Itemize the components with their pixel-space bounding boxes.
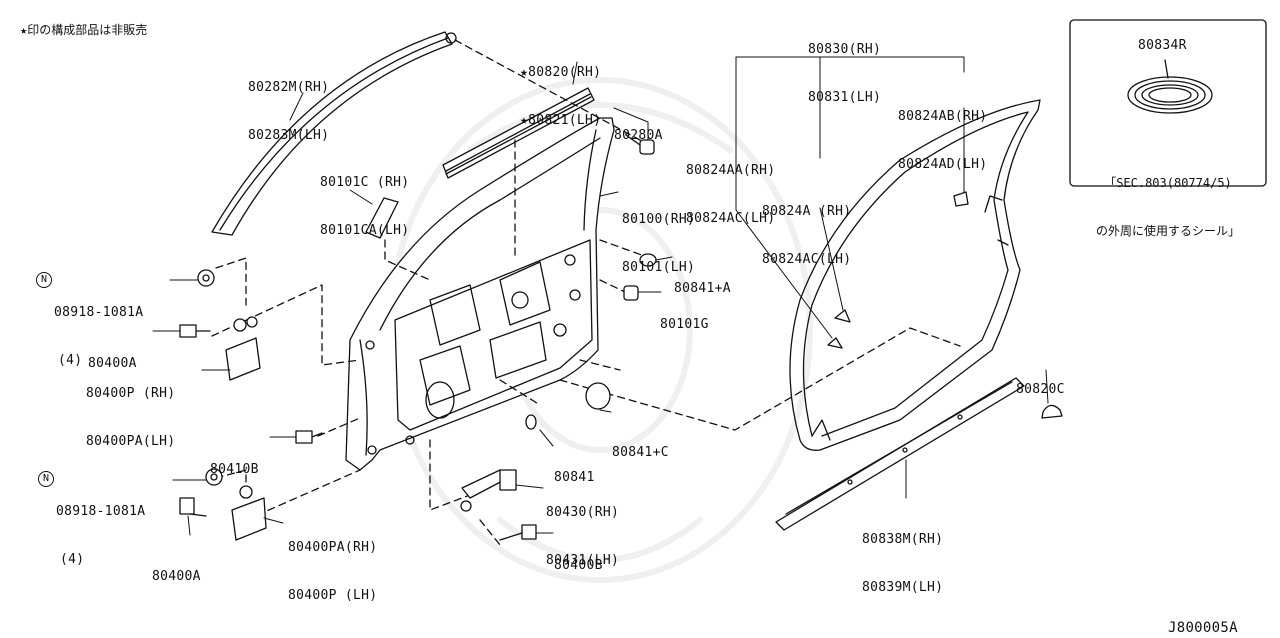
diagram-id: J800005A — [1168, 620, 1238, 636]
inset-note: 「SEC.803(80774/5) の外周に使用するシール」 — [1074, 143, 1262, 255]
label-08918-lower-line1: 08918-1081A — [56, 504, 146, 519]
label-80841-line1: 80841 — [554, 470, 595, 485]
label-80430-line1: 80430(RH) — [546, 505, 620, 520]
label-08918-upper-line1: 08918-1081A — [54, 305, 144, 320]
clip-80824aa — [827, 337, 843, 349]
label-80100[interactable]: 80100(RH) 80101(LH) — [622, 180, 695, 292]
label-80830-line1: 80830(RH) — [808, 42, 882, 57]
leader-lines — [152, 56, 1049, 536]
label-80400pa[interactable]: 80400PA(RH) 80400P (LH) — [288, 508, 377, 620]
label-80841a[interactable]: 80841+A — [674, 249, 731, 313]
label-80824aa[interactable]: 80824AA(RH) 80824AC(LH) — [686, 131, 775, 243]
label-80830-line2: 80831(LH) — [808, 90, 882, 105]
label-80400pa-line1: 80400PA(RH) — [288, 540, 378, 555]
label-80101g[interactable]: 80101G — [660, 285, 709, 349]
label-80830[interactable]: 80830(RH) 80831(LH) — [808, 10, 881, 122]
label-80400pa-line2: 80400P (LH) — [288, 588, 378, 603]
label-80282m-line2: 80283M(LH) — [248, 128, 330, 143]
front-door-panel — [345, 117, 615, 471]
label-80824ab-line1: 80824AB(RH) — [898, 109, 988, 124]
label-08918-upper[interactable]: 08918-1081A (4) — [54, 273, 143, 385]
inset-note-line1: 「SEC.803(80774/5) — [1104, 176, 1232, 190]
label-08918-lower[interactable]: 08918-1081A (4) — [56, 472, 145, 584]
label-80400p-line2: 80400PA(LH) — [86, 434, 176, 449]
label-80282m-line1: 80282M(RH) — [248, 80, 330, 95]
label-80841a-line1: 80841+A — [674, 281, 731, 296]
inset-box — [1069, 19, 1267, 187]
plug-80841c — [585, 382, 611, 410]
label-80101c[interactable]: 80101C (RH) 80101CA(LH) — [320, 143, 409, 255]
label-80400p-line1: 80400P (RH) — [86, 386, 176, 401]
hinge-lower — [179, 468, 267, 541]
label-80841[interactable]: 80841 — [554, 438, 595, 502]
door-check — [460, 469, 537, 541]
clip-80824a — [834, 309, 851, 323]
label-80430[interactable]: 80430(RH) 80431(LH) — [546, 473, 619, 585]
label-80100-line2: 80101(LH) — [622, 260, 696, 275]
label-80282m[interactable]: 80282M(RH) 80283M(LH) — [248, 48, 329, 160]
label-08918-lower-line2: (4) — [60, 552, 85, 567]
label-80820c[interactable]: 80820C — [1016, 350, 1065, 414]
label-80400p[interactable]: 80400P (RH) 80400PA(LH) — [86, 354, 175, 466]
label-80820-line2: ★80821(LH) — [520, 113, 602, 128]
label-80100-line1: 80100(RH) — [622, 212, 696, 227]
label-80824a[interactable]: 80824A (RH) 80824AC(LH) — [762, 172, 851, 284]
sill-plate — [775, 377, 1025, 531]
clip-80280a — [625, 134, 655, 155]
door-sash-moulding — [211, 31, 457, 236]
label-80824a-line2: 80824AC(LH) — [762, 252, 852, 267]
inset-note-line2: の外周に使用するシール」 — [1095, 224, 1240, 238]
clip-80824ab — [953, 191, 969, 207]
belt-weatherstrip — [442, 87, 595, 179]
label-80400a-lower[interactable]: 80400A — [152, 537, 201, 601]
label-80824aa-line2: 80824AC(LH) — [686, 211, 776, 226]
plug-80841 — [525, 414, 537, 430]
label-80101g-line1: 80101G — [660, 317, 709, 332]
label-80834r[interactable]: 80834R — [1138, 38, 1187, 53]
body-weatherstrip — [789, 99, 1041, 451]
label-80838m-line2: 80839M(LH) — [862, 580, 944, 595]
clip-80101g — [623, 285, 639, 301]
label-80824aa-line1: 80824AA(RH) — [686, 163, 776, 178]
bolt-80410b — [295, 430, 323, 444]
circle-n-mark-2: N — [38, 471, 54, 487]
door-pad-80101c — [365, 197, 399, 239]
label-80400b-line1: 80400B — [554, 558, 603, 573]
label-80400a-upper-line1: 80400A — [88, 356, 137, 371]
label-80101c-line1: 80101C (RH) — [320, 175, 410, 190]
label-80820-line1: ★80820(RH) — [520, 65, 602, 80]
label-80820c-line1: 80820C — [1016, 382, 1065, 397]
label-80410b[interactable]: 80410B — [210, 430, 259, 494]
label-80838m[interactable]: 80838M(RH) 80839M(LH) — [862, 500, 943, 612]
leader-dashes — [211, 39, 961, 546]
label-80841c-line1: 80841+C — [612, 445, 669, 460]
label-80824ab[interactable]: 80824AB(RH) 80824AD(LH) — [898, 77, 987, 189]
label-80824a-line1: 80824A (RH) — [762, 204, 852, 219]
label-80101c-line2: 80101CA(LH) — [320, 223, 410, 238]
header-note: ★印の構成部品は非販売 — [20, 23, 148, 37]
label-80824ab-line2: 80824AD(LH) — [898, 157, 988, 172]
label-08918-upper-line2: (4) — [58, 353, 83, 368]
label-80820[interactable]: ★80820(RH) ★80821(LH) — [520, 33, 601, 145]
label-80280a-line1: 80280A — [614, 128, 663, 143]
label-80838m-line1: 80838M(RH) — [862, 532, 944, 547]
label-80400b[interactable]: 80400B — [554, 526, 603, 590]
clip-80820c — [1041, 404, 1063, 419]
label-80430-line2: 80431(LH) — [546, 553, 620, 568]
seal-roll — [1127, 59, 1213, 114]
circle-n-mark-1: N — [36, 272, 52, 288]
label-80280a[interactable]: 80280A — [614, 96, 663, 160]
label-80841c[interactable]: 80841+C — [612, 413, 669, 477]
label-80410b-line1: 80410B — [210, 462, 259, 477]
label-80400a-lower-line1: 80400A — [152, 569, 201, 584]
label-80400a-upper[interactable]: 80400A — [88, 324, 137, 388]
hinge-upper — [179, 269, 261, 381]
